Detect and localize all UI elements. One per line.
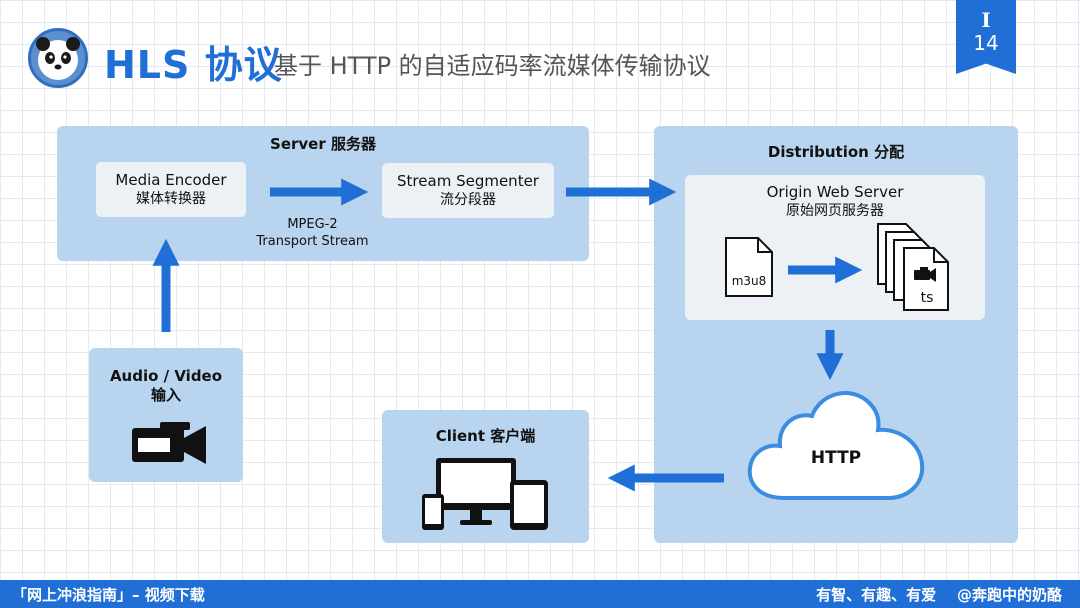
page-number-badge: I 14 [956, 0, 1016, 74]
media-encoder-node: Media Encoder 媒体转换器 [96, 162, 246, 217]
section-mark: I [981, 8, 991, 32]
media-encoder-label-cn: 媒体转换器 [136, 190, 206, 207]
origin-label-cn: 原始网页服务器 [786, 203, 884, 219]
http-cloud-label: HTTP [810, 448, 862, 468]
stream-segmenter-label-cn: 流分段器 [440, 191, 496, 208]
input-panel-title: Audio / Video 输入 [89, 367, 243, 405]
server-panel-title: Server 服务器 [270, 135, 376, 153]
media-encoder-label: Media Encoder [115, 170, 227, 189]
panda-logo [28, 28, 88, 88]
mpeg2-label-line2: Transport Stream [256, 234, 369, 249]
ts-file-label: ts [920, 290, 934, 306]
footer-left-text: 「网上冲浪指南」– 视频下载 [12, 586, 205, 604]
origin-web-server-title: Origin Web Server 原始网页服务器 [685, 182, 985, 222]
footer-bar: 「网上冲浪指南」– 视频下载 有智、有趣、有爱 @奔跑中的奶酪 [0, 580, 1080, 608]
m3u8-file-icon [725, 237, 773, 297]
client-panel-title: Client 客户端 [435, 427, 536, 445]
mpeg2-label-line1: MPEG-2 [287, 217, 338, 232]
origin-label: Origin Web Server [766, 183, 904, 201]
video-camera-icon [132, 422, 206, 464]
http-cloud-icon [747, 391, 925, 500]
footer-right-text: 有智、有趣、有爱 @奔跑中的奶酪 [816, 586, 1062, 604]
panda-icon [36, 37, 80, 80]
ts-files-icon [877, 223, 949, 311]
page-number: 14 [973, 31, 999, 55]
input-label-cn: 输入 [150, 386, 181, 404]
distribution-panel-title: Distribution 分配 [767, 143, 905, 161]
stream-segmenter-label: Stream Segmenter [397, 171, 539, 190]
devices-icon [422, 458, 548, 530]
m3u8-file-label: m3u8 [731, 274, 767, 288]
stream-segmenter-node: Stream Segmenter 流分段器 [382, 163, 554, 218]
mpeg2-label: MPEG-2 Transport Stream [240, 216, 385, 250]
page-title: HLS 协议 [104, 43, 283, 87]
input-label: Audio / Video [109, 367, 223, 385]
page-subtitle: 基于 HTTP 的自适应码率流媒体传输协议 [274, 52, 711, 80]
